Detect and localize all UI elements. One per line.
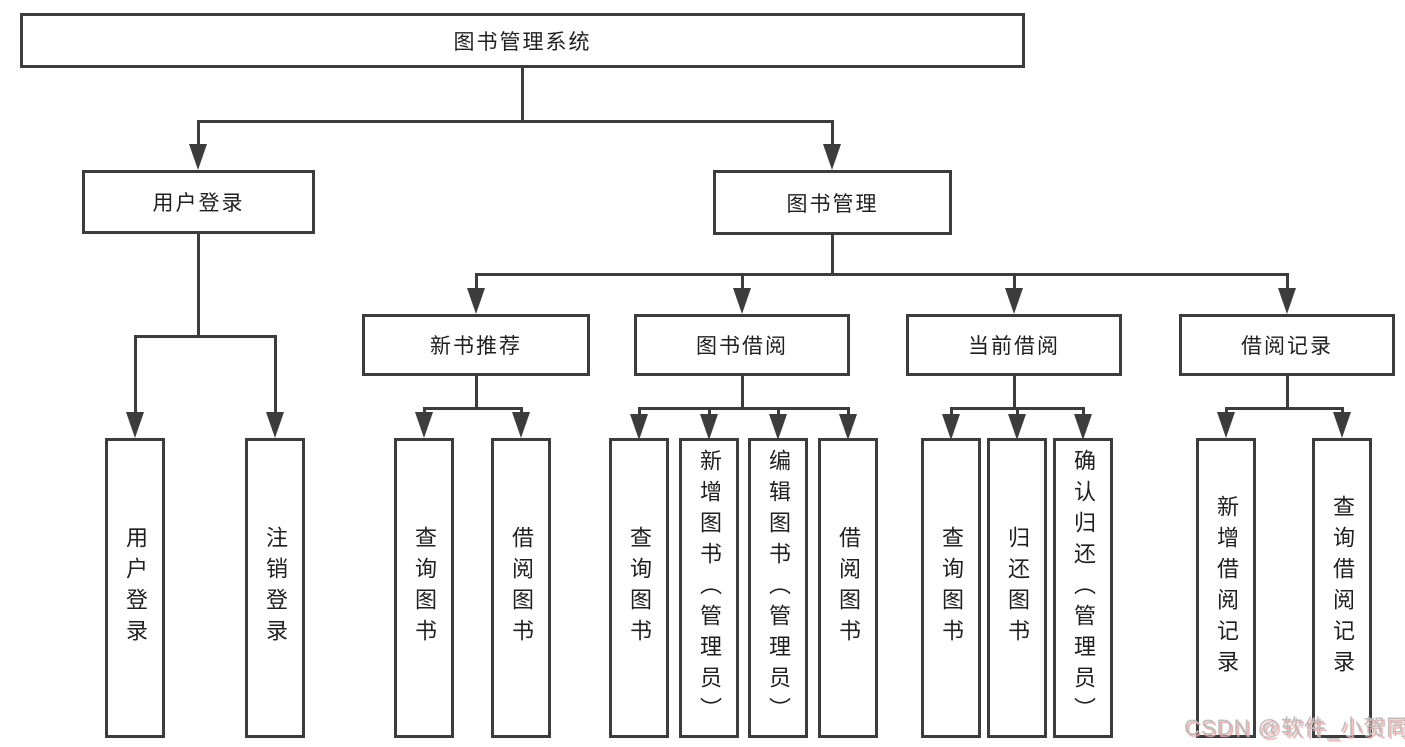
- connector-line: [273, 335, 277, 418]
- connector-line: [475, 273, 1289, 276]
- connector-line: [776, 407, 780, 420]
- connector-line: [949, 407, 953, 420]
- connector-line: [637, 407, 641, 420]
- leaf-br-query-record-label: 查询借阅记录: [1330, 495, 1355, 681]
- arrowhead-icon: [733, 288, 751, 314]
- connector-line: [474, 273, 478, 294]
- leaf-cb-return-books-label: 归还图书: [1005, 526, 1030, 650]
- leaf-rec-borrow-books-label: 借阅图书: [509, 526, 534, 650]
- leaf-br-add-record-label: 新增借阅记录: [1214, 495, 1239, 681]
- arrowhead-icon: [839, 414, 857, 440]
- node-user-login-label: 用户登录: [152, 192, 245, 215]
- leaf-bb-borrow-books-label: 借阅图书: [836, 526, 861, 650]
- node-new-book-rec-label: 新书推荐: [430, 335, 522, 358]
- node-book-borrow-label: 图书借阅: [696, 335, 788, 358]
- leaf-br-query-record: 查询借阅记录: [1312, 438, 1372, 738]
- connector-line: [740, 273, 744, 294]
- connector-line: [196, 233, 200, 337]
- connector-line: [830, 235, 834, 275]
- connector-line: [740, 376, 744, 409]
- connector-line: [520, 68, 524, 121]
- arrowhead-icon: [1217, 412, 1235, 438]
- leaf-bb-edit-books-label: 编辑图书（管理员）: [766, 448, 791, 728]
- node-book-mgmt: 图书管理: [713, 170, 952, 235]
- connector-line: [474, 376, 478, 409]
- connector-line: [1285, 273, 1289, 294]
- node-book-borrow: 图书借阅: [634, 314, 850, 376]
- leaf-logout-label: 注销登录: [263, 526, 288, 650]
- connector-line: [1081, 407, 1085, 420]
- leaf-cb-confirm-return-label: 确认归还（管理员）: [1071, 448, 1096, 728]
- leaf-logout: 注销登录: [245, 438, 305, 738]
- arrowhead-icon: [1278, 288, 1296, 314]
- leaf-bb-add-books-label: 新增图书（管理员）: [697, 448, 722, 728]
- connector-line: [1015, 407, 1019, 420]
- connector-line: [133, 335, 137, 418]
- leaf-cb-confirm-return: 确认归还（管理员）: [1053, 438, 1113, 738]
- arrowhead-icon: [1005, 288, 1023, 314]
- node-new-book-rec: 新书推荐: [362, 314, 590, 376]
- connector-line: [1012, 273, 1016, 294]
- connector-line: [846, 407, 850, 420]
- leaf-br-add-record: 新增借阅记录: [1196, 438, 1256, 738]
- leaf-bb-query-books: 查询图书: [609, 438, 669, 738]
- node-user-login: 用户登录: [82, 170, 315, 234]
- arrowhead-icon: [467, 288, 485, 314]
- arrowhead-icon: [823, 144, 841, 170]
- leaf-rec-query-books: 查询图书: [394, 438, 454, 738]
- leaf-cb-query-books: 查询图书: [921, 438, 981, 738]
- connector-line: [638, 407, 849, 410]
- arrowhead-icon: [1333, 412, 1351, 438]
- leaf-rec-borrow-books: 借阅图书: [491, 438, 551, 738]
- node-book-mgmt-label: 图书管理: [786, 192, 879, 216]
- connector-line: [1012, 376, 1016, 409]
- arrowhead-icon: [1074, 414, 1092, 440]
- connector-line: [830, 120, 834, 150]
- node-root-label: 图书管理系统: [453, 30, 592, 54]
- leaf-user-login-label: 用户登录: [123, 526, 148, 650]
- arrowhead-icon: [266, 412, 284, 438]
- leaf-cb-return-books: 归还图书: [987, 438, 1047, 738]
- leaf-cb-query-books-label: 查询图书: [939, 526, 964, 650]
- node-root: 图书管理系统: [20, 13, 1025, 68]
- arrowhead-icon: [126, 412, 144, 438]
- connector-line: [196, 120, 200, 150]
- csdn-watermark: CSDN @软件_小贺同学: [1184, 715, 1405, 740]
- connector-line: [423, 407, 522, 410]
- arrowhead-icon: [769, 414, 787, 440]
- connector-line: [1225, 407, 1343, 410]
- connector-line: [134, 335, 277, 338]
- arrowhead-icon: [630, 414, 648, 440]
- arrowhead-icon: [415, 412, 433, 438]
- leaf-bb-query-books-label: 查询图书: [627, 526, 652, 650]
- node-current-borrow: 当前借阅: [906, 314, 1122, 376]
- node-current-borrow-label: 当前借阅: [968, 335, 1060, 358]
- arrowhead-icon: [700, 414, 718, 440]
- arrowhead-icon: [189, 144, 207, 170]
- node-borrow-record-label: 借阅记录: [1241, 335, 1333, 358]
- leaf-user-login: 用户登录: [105, 438, 165, 738]
- leaf-rec-query-books-label: 查询图书: [412, 526, 437, 650]
- arrowhead-icon: [1008, 414, 1026, 440]
- leaf-bb-borrow-books: 借阅图书: [818, 438, 878, 738]
- leaf-bb-edit-books: 编辑图书（管理员）: [748, 438, 808, 738]
- node-borrow-record: 借阅记录: [1179, 314, 1395, 376]
- connector-line: [1285, 376, 1289, 409]
- connector-line: [197, 120, 834, 123]
- leaf-bb-add-books: 新增图书（管理员）: [679, 438, 739, 738]
- connector-line: [707, 407, 711, 420]
- arrowhead-icon: [512, 412, 530, 438]
- arrowhead-icon: [942, 414, 960, 440]
